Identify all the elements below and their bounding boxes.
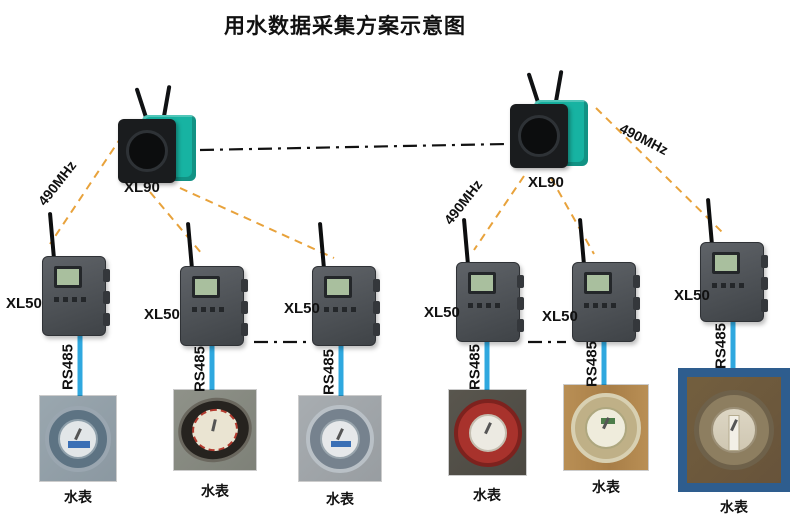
xl50-label-4: XL50 xyxy=(424,304,460,321)
xl90-right-label: XL90 xyxy=(528,174,564,191)
mounting-fin xyxy=(633,319,640,332)
xl50-label-2: XL50 xyxy=(144,306,180,323)
water-meter-photo-3 xyxy=(299,396,381,481)
lcd-screen xyxy=(468,272,496,294)
water-meter-photo-2 xyxy=(174,390,256,470)
meter-body xyxy=(45,405,111,472)
button-row xyxy=(324,307,358,312)
xl50-label-1: XL50 xyxy=(6,295,42,312)
antenna-icon xyxy=(461,217,471,267)
meter-body xyxy=(571,392,641,463)
meter-label-5: 水表 xyxy=(592,479,620,495)
xl90-left-label: XL90 xyxy=(124,179,160,196)
xl90-front-panel xyxy=(510,104,568,168)
xl50-label-5: XL50 xyxy=(542,308,578,325)
button-row xyxy=(584,303,618,308)
meter-dial xyxy=(320,418,360,459)
lcd-screen xyxy=(324,276,352,298)
xl90-speaker-circle xyxy=(518,115,560,157)
meter-label-4: 水表 xyxy=(473,487,501,503)
meter-dial xyxy=(468,413,507,452)
rs485-bus-label-5: RS485 xyxy=(583,341,601,387)
mounting-fin xyxy=(761,277,768,290)
meter-label-6: 水表 xyxy=(720,499,748,515)
mounting-fin xyxy=(241,323,248,336)
button-row xyxy=(54,297,88,302)
mounting-fin xyxy=(373,323,380,336)
xl50-housing xyxy=(572,262,640,342)
xl90-gateway-right xyxy=(508,69,592,175)
water-meter-photo-1 xyxy=(40,396,116,481)
rs485-bus-label-6: RS485 xyxy=(712,323,730,369)
meter-label-3: 水表 xyxy=(326,491,354,507)
xl50-collector-2 xyxy=(176,221,252,350)
xl90-gateway-left xyxy=(116,84,200,190)
diagram-title: 用水数据采集方案示意图 xyxy=(224,15,466,38)
mounting-fin xyxy=(103,291,110,304)
lcd-screen xyxy=(712,252,740,274)
water-meter-photo-4 xyxy=(449,390,526,475)
mounting-fin xyxy=(103,269,110,282)
lcd-screen xyxy=(192,276,220,298)
mounting-fin xyxy=(761,299,768,312)
water-meter-photo-5 xyxy=(564,385,648,470)
rf-frequency-label-1: 490MHz xyxy=(34,157,80,209)
mounting-fin xyxy=(633,297,640,310)
mounting-fin xyxy=(373,301,380,314)
xl50-label-6: XL50 xyxy=(674,287,710,304)
meter-body xyxy=(174,391,256,469)
rs485-bus-label-2: RS485 xyxy=(191,346,209,392)
xl50-collector-6 xyxy=(696,197,772,326)
antenna-icon xyxy=(577,217,587,267)
mounting-fin xyxy=(761,255,768,268)
xl50-housing xyxy=(180,266,248,346)
mounting-fin xyxy=(517,319,524,332)
mounting-fin xyxy=(241,279,248,292)
antenna-icon xyxy=(705,197,715,247)
meter-body xyxy=(306,404,374,473)
water-meter-photo-6 xyxy=(678,368,790,492)
xl90-speaker-circle xyxy=(126,130,168,172)
xl50-label-3: XL50 xyxy=(284,300,320,317)
xl50-collector-3 xyxy=(308,221,384,350)
xl50-housing xyxy=(42,256,110,336)
button-row xyxy=(192,307,226,312)
meter-dial xyxy=(188,404,242,456)
meter-dial xyxy=(585,406,627,449)
meter-label-2: 水表 xyxy=(201,483,229,499)
meter-dial xyxy=(58,418,98,459)
meter-body xyxy=(694,390,774,470)
mounting-fin xyxy=(517,275,524,288)
rs485-bus-label-1: RS485 xyxy=(59,344,77,390)
meter-dial xyxy=(711,407,757,453)
xl50-housing xyxy=(312,266,380,346)
button-row xyxy=(712,283,746,288)
xl50-housing xyxy=(700,242,768,322)
xl50-collector-4 xyxy=(452,217,528,346)
rs485-bus-label-4: RS485 xyxy=(466,344,484,390)
meter-body xyxy=(453,398,522,467)
button-row xyxy=(468,303,502,308)
mounting-fin xyxy=(517,297,524,310)
xl50-collector-5 xyxy=(568,217,644,346)
lcd-screen xyxy=(54,266,82,288)
mounting-fin xyxy=(241,301,248,314)
lcd-screen xyxy=(584,272,612,294)
mounting-fin xyxy=(633,275,640,288)
rf-frequency-label-3: 490MHz xyxy=(617,120,671,158)
meter-label-1: 水表 xyxy=(64,489,92,505)
antenna-icon xyxy=(317,221,327,271)
mounting-fin xyxy=(373,279,380,292)
xl90-front-panel xyxy=(118,119,176,183)
antenna-icon xyxy=(47,211,57,261)
mounting-fin xyxy=(103,313,110,326)
backbone-line-gateways xyxy=(199,142,507,152)
xl50-collector-1 xyxy=(38,211,114,340)
antenna-icon xyxy=(185,221,195,271)
rs485-bus-label-3: RS485 xyxy=(320,349,338,395)
xl50-housing xyxy=(456,262,524,342)
